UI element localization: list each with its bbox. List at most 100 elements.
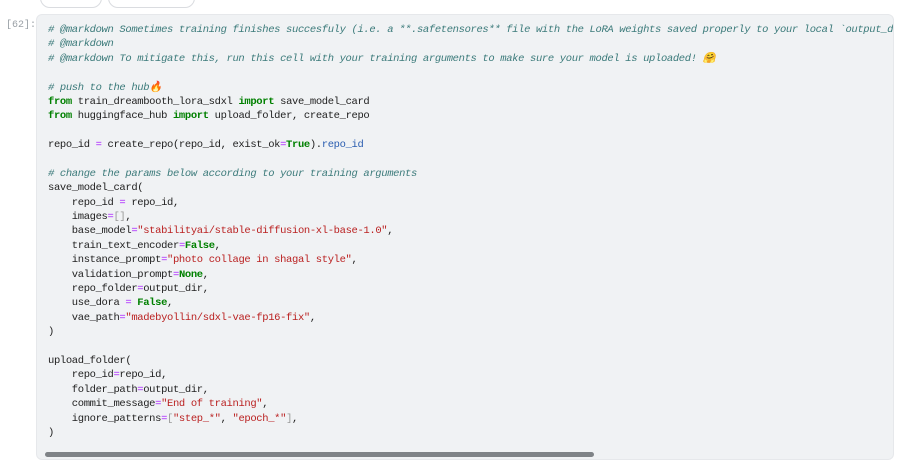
keyword: True [286,139,310,152]
bracket: [ [167,412,173,425]
code-cell[interactable]: # @markdown Sometimes training finishes … [36,14,894,460]
code-text: images [48,211,108,224]
code-text: output_dir, [143,283,209,296]
code-line: validation_prompt=None, [48,268,893,282]
code-line [48,124,893,138]
code-text: , [309,311,316,324]
operator: = [107,211,114,224]
code-text: repo_id [48,369,114,382]
code-text: folder_path [48,383,138,396]
code-text: repo_id, [119,369,168,382]
code-line: images=[], [48,210,893,224]
code-editor[interactable]: # @markdown Sometimes training finishes … [48,23,894,440]
code-text: create_repo(repo_id, exist_ok [101,139,281,152]
toolbar-button-1[interactable] [40,0,102,8]
operator: = [125,297,132,310]
code-text: , [387,225,394,238]
code-line: # change the params below according to y… [48,167,893,181]
code-line: repo_folder=output_dir, [48,282,893,296]
code-text: repo_id [48,139,96,152]
comment: # push to the hub🔥 [48,81,162,94]
code-line: vae_path="madebyollin/sdxl-vae-fp16-fix"… [48,311,893,325]
code-line: # @markdown Sometimes training finishes … [48,23,894,37]
code-line: commit_message="End of training", [48,397,893,411]
operator: = [161,412,168,425]
code-line: ignore_patterns=["step_*", "epoch_*"], [48,412,893,426]
code-line: repo_id = repo_id, [48,196,893,210]
code-line [48,153,893,167]
code-line: instance_prompt="photo collage in shagal… [48,253,893,267]
keyword: import [172,110,209,123]
keyword: from [48,110,72,123]
comment: # @markdown Sometimes training finishes … [48,24,894,36]
comment: # @markdown To mitigate this, run this c… [48,52,716,65]
code-line: from train_dreambooth_lora_sdxl import s… [48,95,893,109]
code-text: repo_id [48,196,120,209]
comment: # @markdown [48,38,114,51]
code-line: from huggingface_hub import upload_folde… [48,109,893,123]
code-text: , [351,254,358,267]
operator: = [137,383,144,396]
bracket: [] [113,211,126,224]
code-text: huggingface_hub [71,110,173,123]
code-text: upload_folder, create_repo [208,110,370,123]
keyword: import [238,95,275,108]
keyword: None [178,268,203,281]
horizontal-scrollbar[interactable] [45,452,594,457]
code-text: save_model_card [274,95,370,108]
operator: = [178,239,185,252]
code-line: ) [48,426,893,440]
operator: = [95,139,102,152]
bracket: ] [286,412,293,425]
code-line: repo_id=repo_id, [48,368,893,382]
code-line: train_text_encoder=False, [48,239,893,253]
keyword: False [137,297,168,310]
code-text: ) [48,426,54,439]
operator: = [155,398,162,411]
string: "photo collage in shagal style" [167,254,352,267]
code-text: repo_id, [125,196,179,209]
code-text: vae_path [48,311,120,324]
code-text: use_dora [48,297,126,310]
code-text: base_model [48,225,132,238]
keyword: False [184,239,215,252]
string: "End of training" [161,398,263,411]
code-text: train_text_encoder [48,239,179,252]
code-text: repo_folder [48,283,138,296]
code-line: # push to the hub🔥 [48,81,893,95]
string: "step_*" [172,412,221,425]
code-line: # @markdown [48,37,893,51]
code-line [48,340,893,354]
operator: = [119,196,126,209]
code-text: ignore_patterns [48,412,162,425]
code-line: base_model="stabilityai/stable-diffusion… [48,224,893,238]
operator: = [113,369,120,382]
operator: = [119,311,126,324]
attribute: repo_id [321,139,364,152]
toolbar-button-2[interactable] [108,0,195,8]
code-line: save_model_card( [48,181,893,195]
operator: = [172,268,179,281]
code-text: , [202,268,209,281]
code-text: ) [48,326,54,339]
code-text: train_dreambooth_lora_sdxl [71,95,239,108]
keyword: from [48,95,72,108]
comment: # change the params below according to y… [48,167,417,180]
operator: = [161,254,168,267]
code-line: repo_id = create_repo(repo_id, exist_ok=… [48,138,893,152]
code-text: , [292,412,298,425]
code-text: validation_prompt [48,268,174,281]
code-line: folder_path=output_dir, [48,383,893,397]
operator: = [280,139,287,152]
string: "stabilityai/stable-diffusion-xl-base-1.… [137,225,388,238]
string: "madebyollin/sdxl-vae-fp16-fix" [125,311,310,324]
code-text: , [220,412,233,425]
code-line [48,66,893,80]
code-line: use_dora = False, [48,296,893,310]
code-text: ). [309,139,322,152]
string: "epoch_*" [232,412,287,425]
code-text: , [214,239,221,252]
code-line: # @markdown To mitigate this, run this c… [48,52,893,66]
execution-count: [62]: [6,20,37,31]
code-text: , [125,211,132,224]
